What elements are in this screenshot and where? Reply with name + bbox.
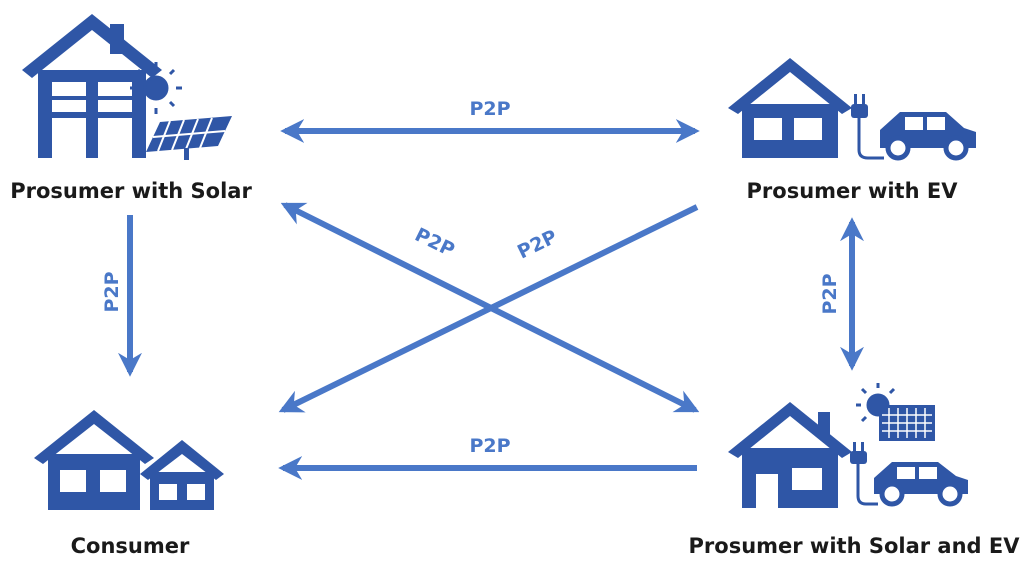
electric-car-icon [880, 112, 976, 161]
electric-car-small-icon [874, 462, 968, 507]
sun-icon [130, 62, 182, 114]
ev-plug-icon [851, 94, 884, 160]
prosumer-ev-house-icon [728, 58, 852, 158]
prosumer-solar-label: Prosumer with Solar [10, 179, 252, 203]
solar-panel-icon [146, 116, 232, 160]
ev-plug-small-icon [850, 442, 878, 506]
edge-label-cross-a: P2P [411, 224, 458, 262]
consumer-small-house-icon [140, 440, 224, 510]
edge-label-cross-b: P2P [514, 226, 561, 264]
solar-panel-small-icon [879, 405, 935, 441]
consumer-house-icon [34, 410, 154, 510]
prosumer-ev-label: Prosumer with EV [747, 179, 959, 203]
consumer-label: Consumer [71, 534, 190, 558]
arrow-ev-to-consumer [278, 204, 699, 413]
prosumer-solar-icon [22, 14, 162, 158]
prosumer-solar-ev-house-icon [728, 402, 852, 508]
edge-label-ev-solarev: P2P [819, 273, 841, 314]
prosumer-solar-ev-label: Prosumer with Solar and EV [689, 534, 1021, 558]
edge-label-solarev-consumer: P2P [469, 435, 510, 457]
edge-label-solar-consumer: P2P [101, 271, 123, 312]
edge-label-solar-ev: P2P [469, 98, 510, 120]
